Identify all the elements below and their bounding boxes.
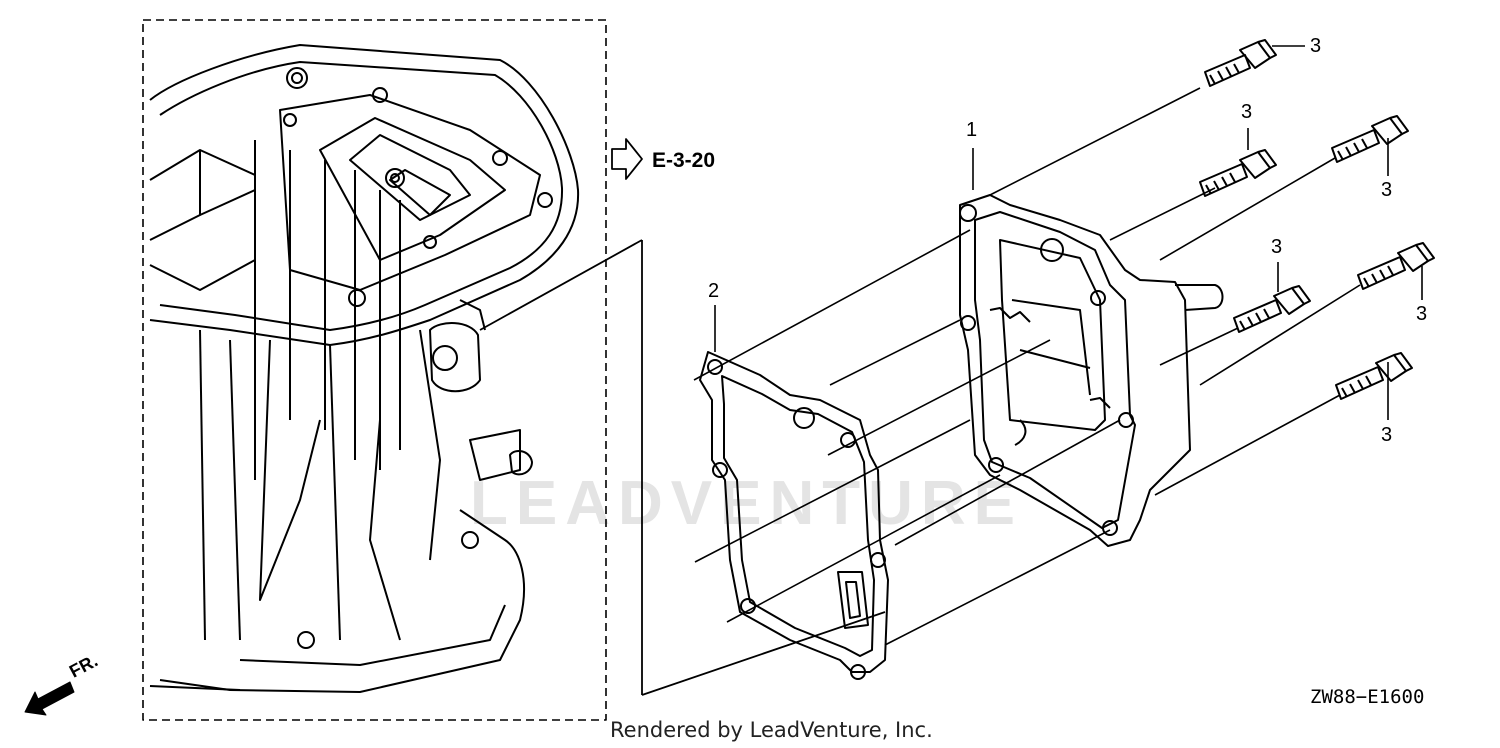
bolt-b [1199,149,1277,197]
housing-assembly [149,44,580,693]
bolt-e [1357,242,1435,290]
callout-1: 1 [966,119,978,141]
assembly-leader-lines [693,87,1361,646]
callout-leaders [714,45,1423,420]
reference-label: E-3-20 [652,149,716,172]
credit-text: Rendered by LeadVenture, Inc. [610,718,933,742]
callout-3e: 3 [1416,303,1428,325]
callout-3d: 3 [1271,236,1283,258]
bolt-a [1204,39,1277,87]
assembly-boundary [142,19,607,721]
bolt-f [1335,352,1413,400]
cover-part-1 [959,194,1224,547]
bolt-c [1331,115,1409,163]
callout-3b: 3 [1241,101,1253,123]
drawing-code: ZW88−E1600 [1310,686,1425,708]
callout-3f: 3 [1381,424,1393,446]
watermark-text: LEADVENTURE [470,469,1024,538]
callout-3c: 3 [1381,179,1393,201]
reference-arrow-icon [611,138,643,180]
callout-2: 2 [708,280,720,302]
front-direction-arrow-icon [24,681,75,716]
callout-3a: 3 [1310,35,1322,57]
bolt-d [1233,285,1311,333]
gasket-part-2 [699,351,889,680]
